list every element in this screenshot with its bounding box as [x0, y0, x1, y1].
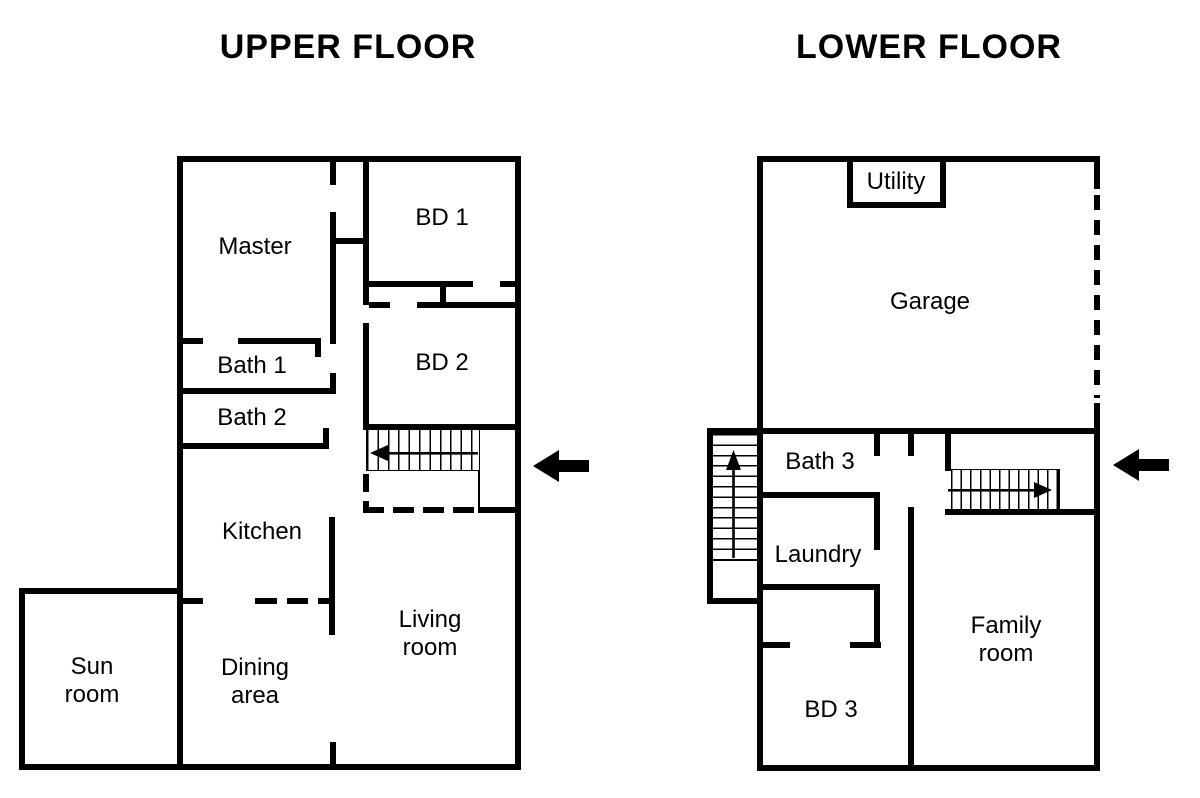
- dashed-wall: [363, 474, 369, 510]
- wall-segment: [287, 598, 308, 604]
- wall-segment: [315, 344, 321, 357]
- room-label-family-room: Family room: [971, 612, 1042, 668]
- wall-segment: [515, 156, 521, 770]
- room-label-utility: Utility: [866, 168, 926, 195]
- entry-arrow-icon: [533, 450, 589, 482]
- wall-segment: [707, 598, 763, 604]
- wall-segment: [336, 238, 363, 244]
- wall-segment: [19, 588, 177, 594]
- room-label-line: room: [64, 681, 120, 708]
- wall-segment: [757, 156, 763, 771]
- wall-segment: [369, 281, 473, 287]
- room-label-line: Family: [970, 612, 1042, 639]
- wall-segment: [177, 156, 521, 162]
- wall-segment: [330, 212, 336, 344]
- wall-segment: [238, 338, 321, 344]
- wall-segment: [183, 388, 336, 394]
- wall-segment: [478, 507, 521, 513]
- lower-floor-title: LOWER FLOOR: [796, 28, 1062, 66]
- room-label-laundry: Laundry: [774, 541, 862, 568]
- room-label-living-room: Living room: [399, 606, 462, 662]
- wall-segment: [874, 584, 880, 648]
- room-label-kitchen: Kitchen: [221, 518, 303, 545]
- room-label-bath3: Bath 3: [785, 448, 855, 475]
- room-label-bath2: Bath 2: [217, 404, 287, 431]
- room-label-line: room: [402, 634, 458, 661]
- wall-segment: [847, 202, 946, 208]
- wall-segment: [707, 428, 1100, 434]
- wall-segment: [330, 162, 336, 185]
- wall-segment: [874, 492, 880, 550]
- stairs-direction-arrow-icon: [370, 445, 478, 461]
- wall-segment: [908, 434, 914, 456]
- room-label-bath1: Bath 1: [217, 352, 287, 379]
- stairs-direction-arrow-icon: [948, 482, 1052, 498]
- wall-segment: [940, 162, 946, 208]
- wall-segment: [945, 509, 1100, 515]
- wall-segment: [850, 642, 881, 648]
- wall-segment: [19, 764, 521, 770]
- wall-segment: [760, 642, 790, 648]
- wall-segment: [763, 492, 880, 498]
- wall-segment: [183, 338, 203, 344]
- wall-segment: [318, 598, 329, 604]
- room-label-sun-room: Sun room: [65, 653, 120, 709]
- room-label-dining-area: Dining area: [221, 654, 289, 710]
- wall-segment: [760, 584, 876, 590]
- wall-segment: [183, 598, 203, 604]
- room-label-bd1: BD 1: [415, 204, 469, 231]
- wall-segment: [323, 428, 329, 443]
- room-label-line: Sun: [70, 653, 114, 680]
- wall-segment: [363, 424, 521, 430]
- wall-segment: [330, 373, 336, 394]
- room-label-master: Master: [218, 233, 292, 260]
- wall-segment: [255, 598, 277, 604]
- wall-segment: [500, 281, 515, 287]
- wall-segment: [440, 287, 446, 302]
- wall-segment: [707, 428, 713, 604]
- wall-segment: [363, 323, 369, 424]
- stairs-direction-arrow-icon: [726, 450, 741, 558]
- wall-segment: [183, 443, 329, 449]
- wall-segment: [1094, 403, 1100, 771]
- wall-segment: [19, 588, 25, 770]
- wall-segment: [757, 765, 1100, 771]
- wall-segment: [847, 162, 853, 208]
- room-label-line: Living: [398, 606, 462, 633]
- upper-floor-title: UPPER FLOOR: [219, 28, 477, 66]
- wall-segment: [417, 302, 515, 308]
- wall-segment: [874, 434, 880, 456]
- wall-segment: [908, 507, 914, 771]
- room-label-line: area: [230, 682, 280, 709]
- room-label-line: Dining: [220, 654, 290, 681]
- room-label-bd2: BD 2: [415, 349, 469, 376]
- room-label-garage: Garage: [889, 288, 971, 315]
- wall-segment: [369, 302, 390, 308]
- dashed-wall-garage-door: [1094, 195, 1100, 398]
- room-label-line: room: [978, 640, 1034, 667]
- wall-segment: [945, 428, 951, 471]
- wall-segment: [177, 156, 183, 770]
- wall-segment: [757, 156, 1100, 162]
- wall-segment: [329, 517, 335, 635]
- entry-arrow-icon: [1113, 449, 1169, 481]
- dashed-wall: [363, 507, 478, 513]
- stair-landing-edge: [478, 470, 480, 510]
- wall-segment: [363, 162, 369, 305]
- wall-segment: [330, 742, 336, 764]
- wall-segment: [1094, 156, 1100, 189]
- room-label-bd3: BD 3: [804, 696, 858, 723]
